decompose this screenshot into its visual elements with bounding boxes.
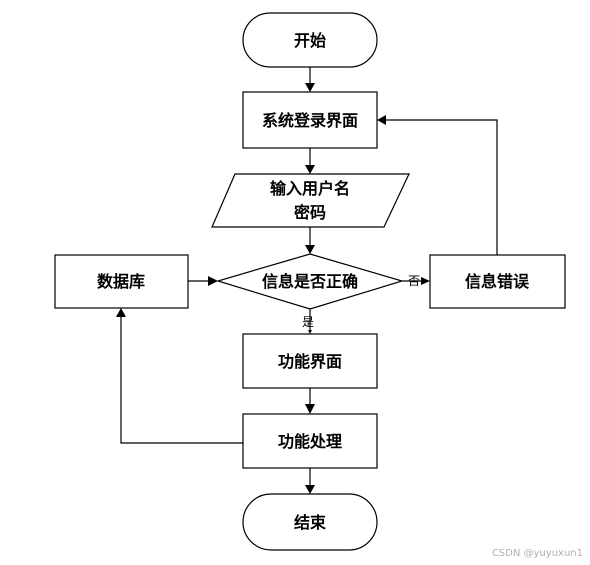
error-label: 信息错误 — [465, 272, 530, 291]
function-ui-label: 功能界面 — [278, 352, 342, 371]
database-label: 数据库 — [97, 272, 145, 291]
login-screen-label: 系统登录界面 — [262, 111, 358, 130]
arrowhead-error-to-login — [377, 115, 386, 125]
arrowhead-check-to-function-ui — [308, 330, 312, 334]
input-parallelogram — [211, 173, 410, 228]
arrowhead-process-to-database — [116, 308, 126, 317]
arrowhead-function-ui-to-process — [305, 404, 315, 414]
watermark: CSDN @yuyuxun1 — [492, 548, 583, 559]
arrowhead-check-to-error — [421, 277, 430, 285]
database-box — [54, 254, 189, 309]
check-label: 信息是否正确 — [262, 272, 358, 291]
arrow-error-to-login — [386, 119, 498, 255]
edge-label-yes: 是 — [302, 315, 314, 329]
arrow-process-to-database — [120, 317, 243, 444]
edge-label-no: 否 — [408, 274, 420, 288]
input-label-line1: 输入用户名 — [270, 179, 350, 198]
arrowhead-database-to-check — [208, 276, 218, 286]
arrowhead-input-to-check — [305, 245, 315, 254]
arrowhead-login-to-input — [305, 165, 315, 174]
start-label: 开始 — [294, 31, 326, 50]
login-screen-box — [242, 91, 378, 149]
input-label-line2: 密码 — [293, 203, 326, 222]
end-label: 结束 — [293, 513, 327, 532]
arrowhead-start-to-login — [305, 83, 315, 92]
error-box — [429, 254, 566, 309]
arrowhead-process-to-end — [305, 485, 315, 494]
process-label: 功能处理 — [278, 432, 342, 451]
